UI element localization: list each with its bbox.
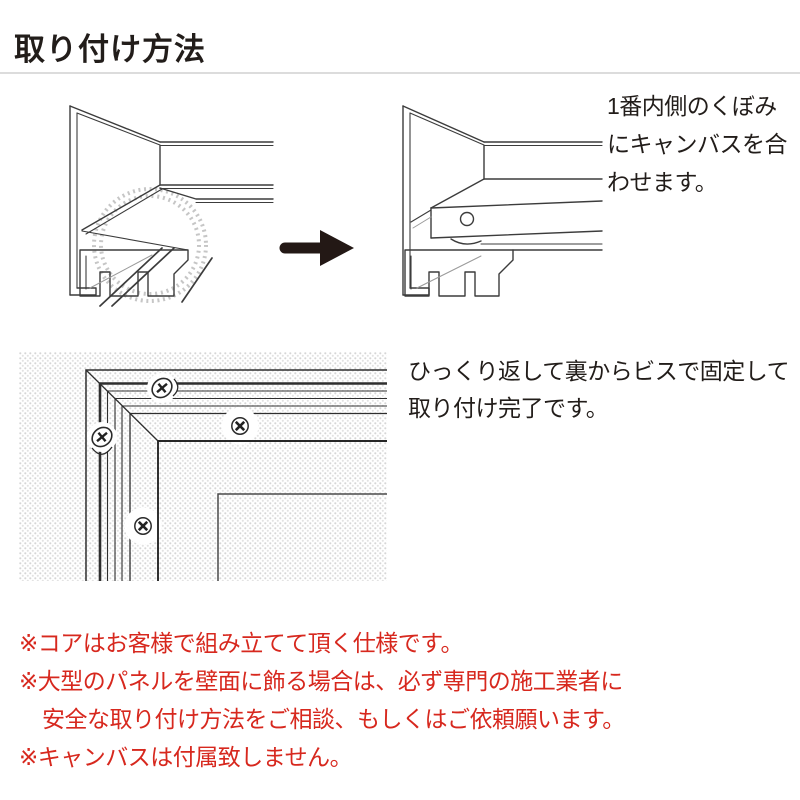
canvas-bar [430, 178, 603, 239]
aluminum-profile-outline [69, 105, 274, 307]
note-line: ※キャンバスは付属致しません。 [19, 744, 353, 770]
note-line: ※コアはお客様で組み立てて頂く仕様です。 [19, 630, 463, 656]
aluminum-profile-with-canvas [402, 105, 603, 297]
step2-caption-line: ひっくり返して裏からビスで固定して [408, 358, 790, 384]
screw-hole-arc [172, 378, 179, 397]
screw-hole-arc [91, 446, 113, 455]
note-line: 安全な取り付け方法をご相談、もしくはご依頼願います。 [42, 706, 625, 732]
screw-icon [231, 417, 249, 435]
note-line: ※大型のパネルを壁面に飾る場合は、必ず専門の施工業者に [19, 668, 623, 694]
frame-corner-lines [85, 369, 387, 581]
angled-screw-icon [91, 426, 113, 448]
step1-caption-line: わせます。 [607, 169, 718, 195]
step1-caption-line: にキャンバスを合 [607, 131, 788, 157]
screw-icon [134, 517, 152, 535]
page-title: 取り付け方法 [14, 32, 206, 67]
angled-screw-icon [151, 377, 173, 399]
step1-caption: 1番内側のくぼみ にキャンバスを合 わせます。 [607, 87, 797, 201]
frame-back-corner-diagram [19, 352, 387, 581]
frame-profile-after-diagram [395, 98, 603, 310]
halftone-background [19, 352, 387, 581]
warning-notes: ※コアはお客様で組み立てて頂く仕様です。 ※大型のパネルを壁面に飾る場合は、必ず… [19, 624, 625, 776]
arrow-right-icon [277, 225, 357, 271]
recess-highlight-circle [92, 187, 208, 303]
title-underline [0, 72, 800, 74]
screw-hole [459, 211, 475, 227]
step2-caption-line: 取り付け完了です。 [408, 395, 609, 421]
step2-caption: ひっくり返して裏からビスで固定して 取り付け完了です。 [408, 353, 800, 427]
canvas-edge [217, 493, 387, 581]
frame-inner-edge [157, 440, 387, 581]
frame-profile-before-diagram [62, 98, 274, 310]
step1-caption-line: 1番内側のくぼみ [607, 93, 777, 119]
